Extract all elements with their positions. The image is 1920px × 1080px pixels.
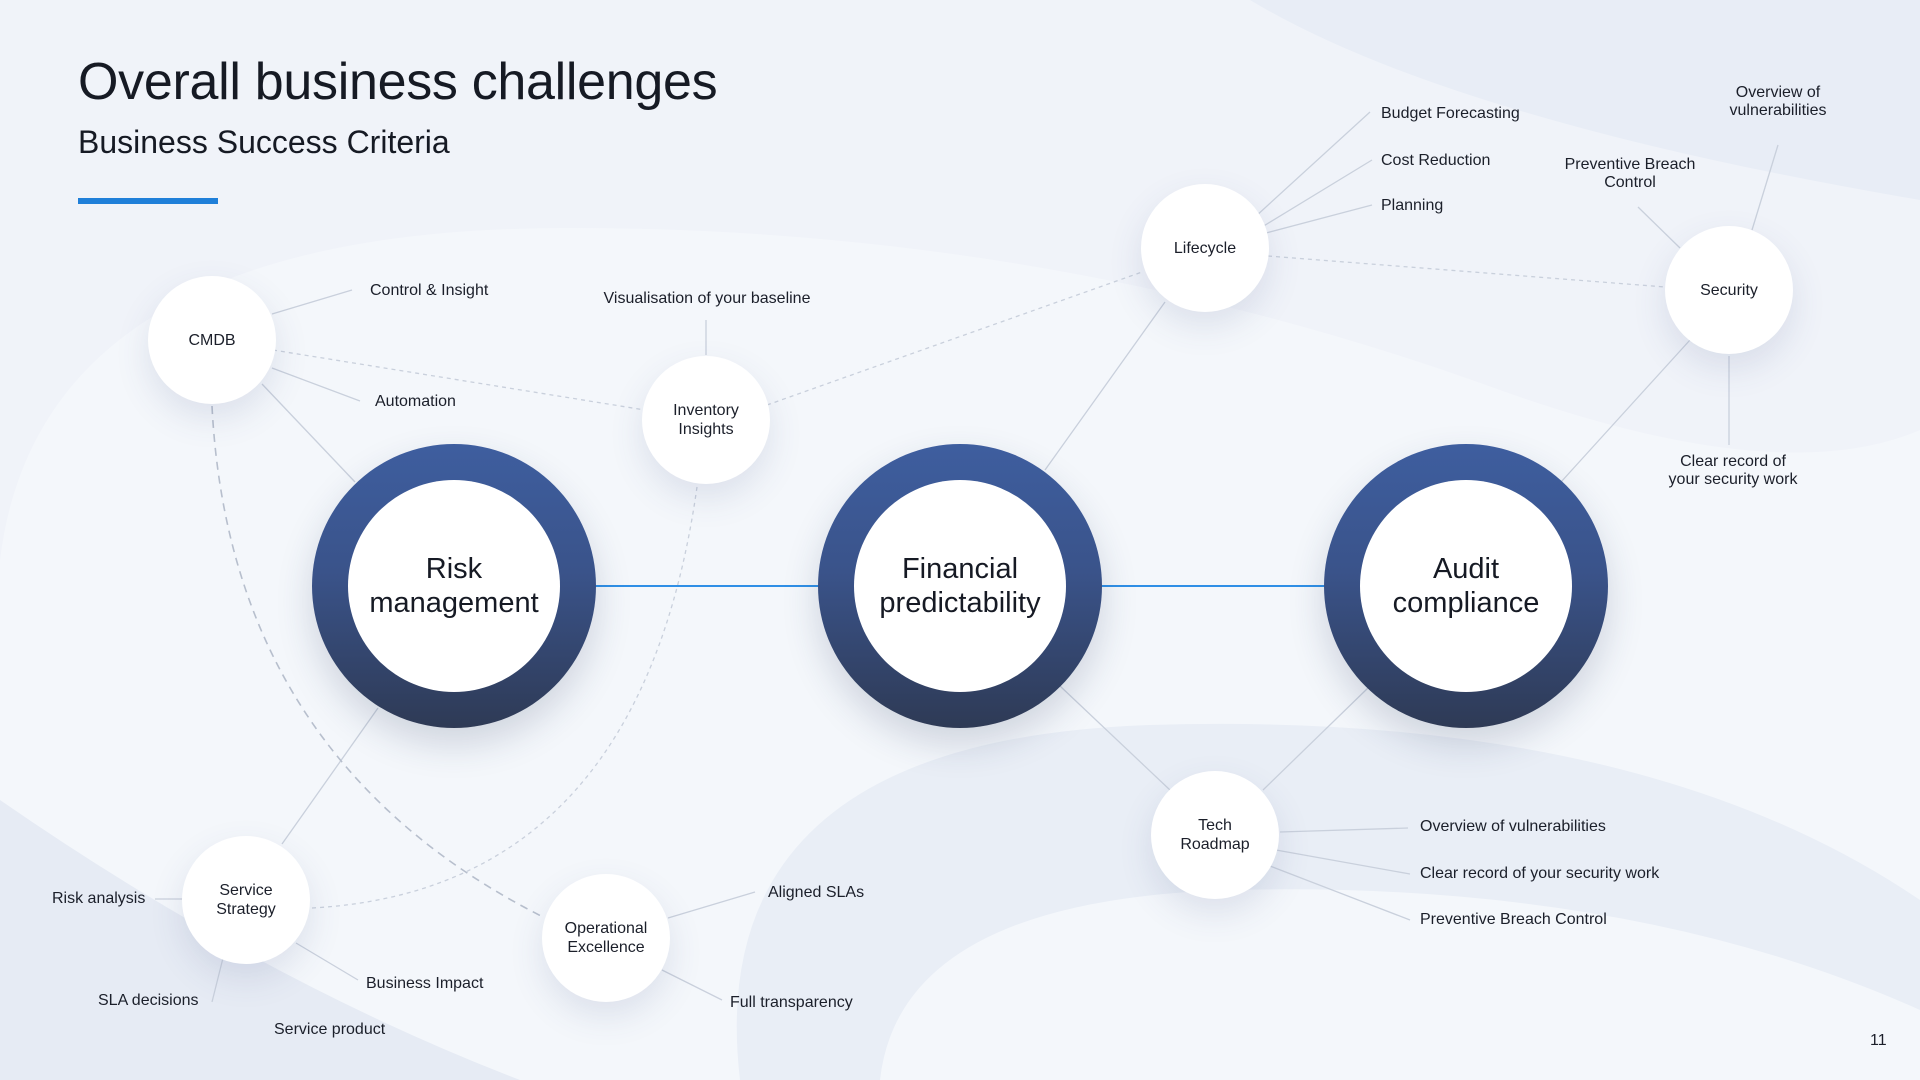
page-title: Overall business challenges xyxy=(78,53,718,111)
label-clear-record: Clear record of your security work xyxy=(1420,865,1660,882)
label-overview-vulnerabilities-top: Overview of vulnerabilities xyxy=(1729,84,1827,119)
label-clear-record-right: Clear record of your security work xyxy=(1668,453,1798,488)
page-number: 11 xyxy=(1870,1032,1887,1049)
label-risk-analysis: Risk analysis xyxy=(52,890,146,907)
risk-management-label: Risk management xyxy=(348,480,560,692)
financial-predictability-label: Financial predictability xyxy=(854,480,1066,692)
cmdb-node: CMDB xyxy=(148,276,276,404)
label-business-impact: Business Impact xyxy=(366,975,484,992)
service-strategy-node: Service Strategy xyxy=(182,836,310,964)
label-sla-decisions: SLA decisions xyxy=(98,992,199,1009)
financial-predictability-node: Financial predictability xyxy=(818,444,1102,728)
security-node: Security xyxy=(1665,226,1793,354)
label-automation: Automation xyxy=(375,393,456,410)
label-control-insight: Control & Insight xyxy=(370,282,489,299)
label-planning: Planning xyxy=(1381,197,1444,214)
audit-compliance-label: Audit compliance xyxy=(1360,480,1572,692)
risk-management-node: Risk management xyxy=(312,444,596,728)
label-service-product: Service product xyxy=(274,1021,386,1038)
label-preventive-breach: Preventive Breach Control xyxy=(1420,911,1607,928)
label-visualisation: Visualisation of your baseline xyxy=(603,290,811,307)
page-subtitle: Business Success Criteria xyxy=(78,124,450,160)
title-accent-bar xyxy=(78,198,218,204)
label-cost-reduction: Cost Reduction xyxy=(1381,152,1491,169)
label-overview-vulnerabilities: Overview of vulnerabilities xyxy=(1420,818,1606,835)
tech-roadmap-node: Tech Roadmap xyxy=(1151,771,1279,899)
label-full-transparency: Full transparency xyxy=(730,994,853,1011)
label-preventive-breach-top: Preventive Breach Control xyxy=(1564,156,1696,191)
lifecycle-node: Lifecycle xyxy=(1141,184,1269,312)
inventory-insights-node: Inventory Insights xyxy=(642,356,770,484)
label-aligned-slas: Aligned SLAs xyxy=(768,884,865,901)
audit-compliance-node: Audit compliance xyxy=(1324,444,1608,728)
operational-excellence-node: Operational Excellence xyxy=(542,874,670,1002)
label-budget-forecasting: Budget Forecasting xyxy=(1381,105,1520,122)
